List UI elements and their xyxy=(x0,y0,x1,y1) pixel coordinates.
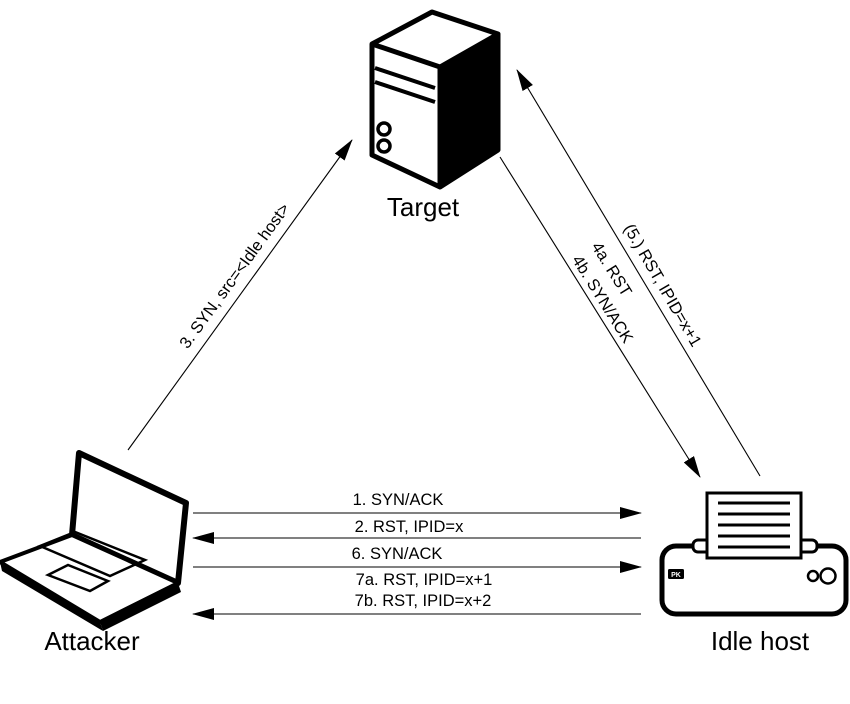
label-step6: 6. SYN/ACK xyxy=(352,545,443,563)
laptop-icon xyxy=(0,450,189,631)
printer-badge-text: PK xyxy=(671,572,681,579)
label-step3: 3. SYN, src=<Idle host> xyxy=(176,200,293,352)
server-icon xyxy=(369,9,501,190)
idle-host-label: Idle host xyxy=(711,626,810,656)
arrow-step3 xyxy=(127,139,353,451)
printer-icon: PK xyxy=(659,491,849,617)
label-step7a: 7a. RST, IPID=x+1 xyxy=(356,571,493,589)
target-label: Target xyxy=(387,192,460,222)
label-step2: 2. RST, IPID=x xyxy=(355,518,464,536)
printer-badge xyxy=(668,569,684,579)
label-step7b: 7b. RST, IPID=x+2 xyxy=(355,592,492,610)
arrow-step5 xyxy=(516,69,761,477)
attacker-label: Attacker xyxy=(44,626,140,656)
arrow-step4 xyxy=(499,156,701,478)
label-step1: 1. SYN/ACK xyxy=(353,491,444,509)
